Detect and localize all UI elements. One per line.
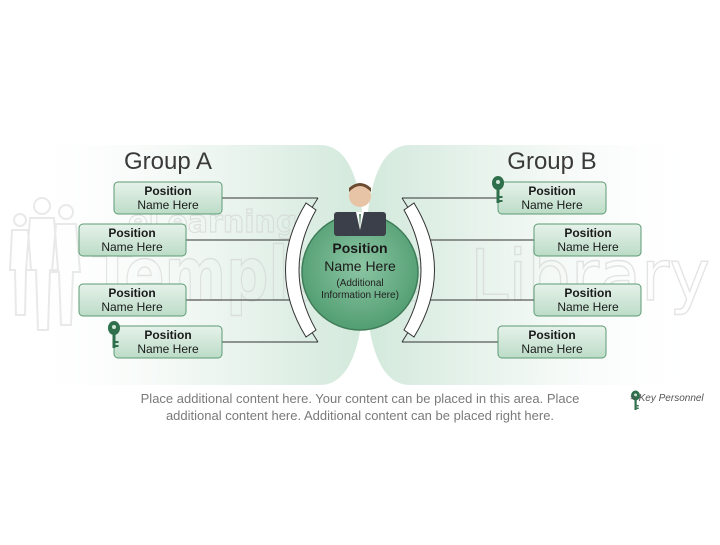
legend-key-icon — [631, 390, 640, 410]
group-a-box-2[interactable]: Position Name Here — [78, 223, 187, 257]
key-icon — [108, 321, 120, 348]
box-name: Name Here — [101, 300, 163, 314]
group-b-title: Group B — [507, 148, 596, 175]
group-a-box-1[interactable]: Position Name Here — [113, 181, 223, 215]
group-b-box-3[interactable]: Position Name Here — [533, 283, 642, 317]
box-name: Name Here — [101, 240, 163, 254]
box-name: Name Here — [557, 240, 619, 254]
box-title: Position — [528, 184, 575, 198]
footer-line1: Place additional content here. Your cont… — [140, 391, 580, 406]
box-title: Position — [108, 286, 155, 300]
group-a-box-3[interactable]: Position Name Here — [78, 283, 187, 317]
center-info-line1: (Additional — [336, 278, 383, 289]
box-name: Name Here — [557, 300, 619, 314]
footer-line2: additional content here. Additional cont… — [165, 408, 555, 423]
box-name: Name Here — [137, 342, 199, 356]
footer-text: Place additional content here. Your cont… — [120, 390, 600, 424]
legend-label: = Key Personnel — [630, 393, 704, 404]
group-a-background-panel — [15, 145, 365, 385]
box-title: Position — [564, 226, 611, 240]
group-b-background-panel — [365, 145, 705, 385]
box-name: Name Here — [521, 198, 583, 212]
box-title: Position — [108, 226, 155, 240]
avatar — [334, 183, 386, 236]
box-name: Name Here — [137, 198, 199, 212]
center-title: Position — [332, 240, 387, 256]
group-a-box-4[interactable]: Position Name Here — [113, 325, 223, 359]
group-b-box-2[interactable]: Position Name Here — [533, 223, 642, 257]
box-title: Position — [144, 328, 191, 342]
key-icon — [492, 176, 504, 203]
group-b-box-4[interactable]: Position Name Here — [497, 325, 607, 359]
center-left-arc — [285, 202, 317, 338]
box-name: Name Here — [521, 342, 583, 356]
center-name: Name Here — [324, 258, 396, 274]
box-title: Position — [564, 286, 611, 300]
center-right-arc — [403, 202, 435, 338]
silhouette-people-icon — [8, 197, 82, 331]
group-b-box-1[interactable]: Position Name Here — [497, 181, 607, 215]
center-node[interactable]: Position Name Here (Additional Informati… — [301, 183, 419, 331]
box-title: Position — [144, 184, 191, 198]
box-title: Position — [528, 328, 575, 342]
group-a-title: Group A — [124, 148, 212, 175]
center-info-line2: Information Here) — [321, 290, 399, 301]
